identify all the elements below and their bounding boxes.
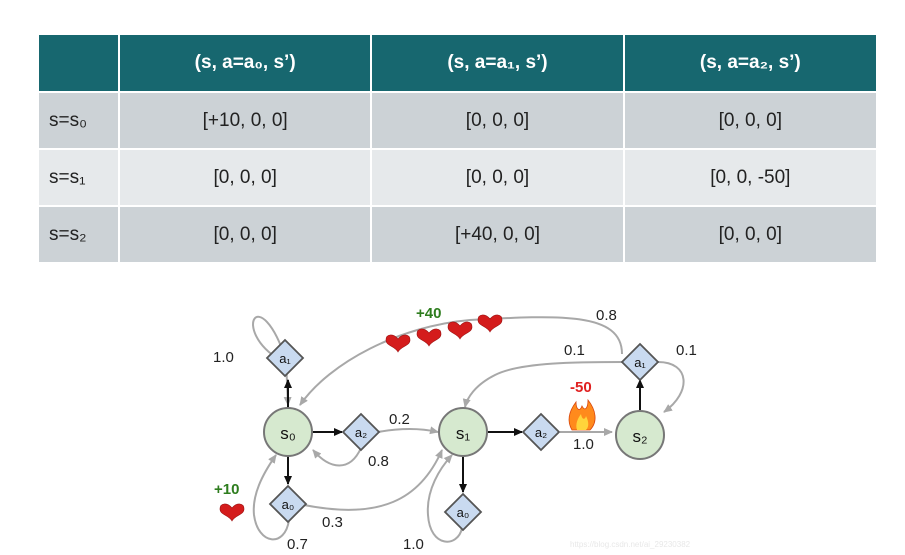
- edge-s1-a0-self: [426, 454, 463, 543]
- prob-s2-a1-to-s0: 0.8: [596, 307, 617, 324]
- state-s2-label: s₂: [632, 427, 647, 446]
- table-row: s=s₂ [0, 0, 0] [+40, 0, 0] [0, 0, 0]: [39, 205, 876, 262]
- state-s0-label: s₀: [280, 424, 296, 443]
- row-label: s=s₂: [39, 205, 120, 262]
- header-corner: [39, 35, 120, 92]
- prob-s2-a1-to-s1: 0.1: [564, 342, 585, 359]
- row-label: s=s₁: [39, 148, 120, 206]
- prob-s0-a2-to-s1: 0.2: [389, 411, 410, 428]
- action-s2-a1: a₁: [620, 342, 660, 382]
- action-s2-a1-label: a₁: [634, 355, 646, 370]
- prob-s0-a2-to-s0: 0.8: [368, 453, 389, 470]
- prob-s2-a1-self: 0.1: [676, 342, 697, 359]
- edge-s0-a2-to-s0: [312, 447, 362, 467]
- action-s0-a1: a₁: [265, 338, 305, 378]
- table-header-row: (s, a=a₀, s’) (s, a=a₁, s’) (s, a=a₂, s’…: [39, 35, 876, 92]
- table-row: s=s₀ [+10, 0, 0] [0, 0, 0] [0, 0, 0]: [39, 91, 876, 149]
- table-cell: [0, 0, 0]: [119, 205, 373, 262]
- action-s0-a0: a₀: [268, 484, 308, 524]
- table-cell: [0, 0, 0]: [623, 91, 876, 149]
- reward-plus10: +10: [214, 481, 239, 498]
- table-cell: [0, 0, 0]: [371, 148, 625, 206]
- action-s0-a2: a₂: [341, 412, 381, 452]
- edge-s2-a1-self: [657, 361, 685, 413]
- watermark: https://blog.csdn.net/ai_29230382: [570, 540, 691, 549]
- state-s1-label: s₁: [456, 424, 471, 443]
- action-s1-a2-label: a₂: [535, 425, 547, 440]
- table-cell: [+10, 0, 0]: [119, 91, 373, 149]
- header-a0: (s, a=a₀, s’): [119, 35, 373, 92]
- action-s0-a1-label: a₁: [279, 351, 291, 366]
- prob-s0-a0-to-s0: 0.7: [287, 536, 308, 553]
- state-s1: s₁: [438, 407, 488, 457]
- reward-minus50: -50: [570, 379, 592, 396]
- edge-s2-a1-to-s0: [299, 316, 623, 406]
- fire-icon: [568, 398, 596, 431]
- edge-s0-a2-to-s1: [377, 426, 439, 435]
- state-s2: s₂: [615, 410, 665, 460]
- edge-s0-a0-to-s1: [303, 449, 443, 511]
- header-a2: (s, a=a₂, s’): [623, 35, 876, 92]
- state-s0: s₀: [263, 407, 313, 457]
- reward-plus40: +40: [416, 305, 441, 322]
- row-label: s=s₀: [39, 91, 120, 149]
- table-cell: [0, 0, 0]: [371, 91, 625, 149]
- table-cell: [0, 0, 0]: [623, 205, 876, 262]
- table-cell: [+40, 0, 0]: [371, 205, 625, 262]
- table-row: s=s₁ [0, 0, 0] [0, 0, 0] [0, 0, -50]: [39, 148, 876, 206]
- table-cell: [0, 0, -50]: [623, 148, 876, 206]
- action-s1-a0-label: a₀: [457, 505, 470, 520]
- action-s1-a2: a₂: [521, 412, 561, 452]
- action-s0-a0-label: a₀: [282, 497, 295, 512]
- heart-icon: [219, 503, 245, 522]
- header-a1: (s, a=a₁, s’): [371, 35, 625, 92]
- prob-s0-a1-self: 1.0: [213, 349, 234, 366]
- action-s1-a0: a₀: [443, 492, 483, 532]
- edge-s2-a1-to-s1: [462, 361, 625, 408]
- edge-s0-a0-to-s0: [252, 454, 290, 541]
- prob-s1-a0-self: 1.0: [403, 536, 424, 553]
- prob-s1-a2-to-s2: 1.0: [573, 436, 594, 453]
- table-cell: [0, 0, 0]: [119, 148, 373, 206]
- prob-s0-a0-to-s1: 0.3: [322, 514, 343, 531]
- action-s0-a2-label: a₂: [355, 425, 367, 440]
- reward-table: (s, a=a₀, s’) (s, a=a₁, s’) (s, a=a₂, s’…: [39, 35, 876, 262]
